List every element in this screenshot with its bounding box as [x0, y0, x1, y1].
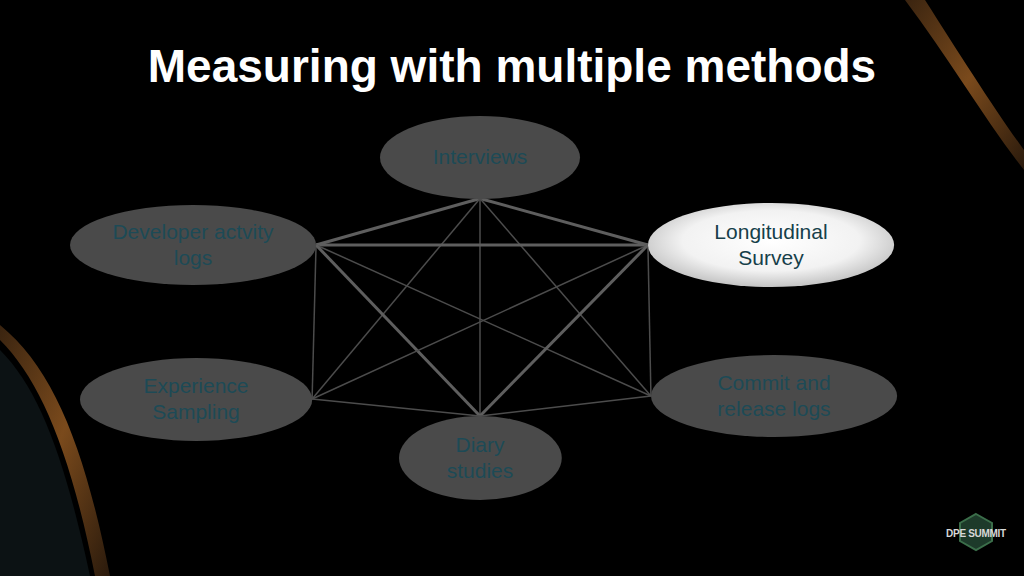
connector-line — [312, 399, 480, 416]
method-ellipse: Longitudinal Survey — [648, 203, 894, 287]
method-ellipse: Experience Sampling — [80, 358, 312, 441]
watermark-logo-text: DPE SUMMIT — [936, 528, 1016, 540]
method-ellipse: Interviews — [380, 116, 580, 199]
method-ellipse: Diary studies — [399, 416, 562, 500]
method-ellipse: Commit and release logs — [651, 355, 897, 437]
ellipse-outline — [399, 416, 562, 500]
method-label: Interviews — [433, 144, 528, 170]
connector-line — [316, 245, 480, 416]
connector-line — [312, 245, 316, 399]
slide-title: Measuring with multiple methods — [0, 38, 1024, 94]
connector-line — [316, 199, 480, 246]
corner-swoosh — [0, 325, 110, 576]
connector-line — [479, 199, 481, 417]
ellipse-fill — [399, 416, 562, 500]
method-label: Longitudinal Survey — [686, 219, 856, 271]
ellipse-outline — [80, 358, 312, 441]
ellipse-fill — [80, 358, 312, 441]
connector-line — [480, 199, 648, 246]
corner-shade — [0, 350, 90, 576]
method-label: Developer actvity logs — [108, 219, 278, 271]
ellipse-fill — [648, 203, 894, 287]
connector-line — [312, 245, 648, 399]
method-label: Commit and release logs — [689, 370, 859, 422]
connector-line — [312, 199, 480, 400]
ellipse-fill — [70, 205, 316, 285]
connector-line — [480, 396, 651, 416]
method-label: Experience Sampling — [116, 373, 276, 425]
method-ellipse: Developer actvity logs — [70, 205, 316, 285]
ellipse-fill — [651, 355, 897, 437]
connector-line — [316, 244, 648, 247]
connector-line — [648, 245, 651, 396]
method-label: Diary studies — [425, 432, 535, 484]
ellipse-fill — [380, 116, 580, 199]
ellipse-outline — [651, 355, 897, 437]
connector-line — [480, 199, 651, 397]
ellipse-outline — [70, 205, 316, 285]
corner-swoosh — [905, 0, 1024, 170]
ellipse-outline — [648, 203, 894, 287]
connector-line — [480, 245, 648, 416]
